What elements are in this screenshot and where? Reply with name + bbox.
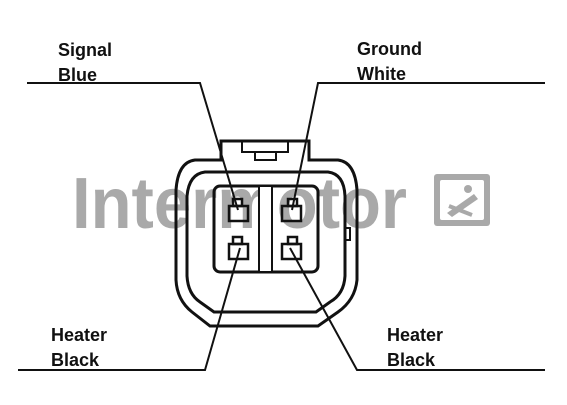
connector-housing — [174, 139, 359, 328]
pin-heater-left — [227, 235, 250, 261]
leader-line-ground — [291, 82, 545, 211]
label-heater-black-left: Heater Black — [51, 325, 107, 370]
label-heater-left: Heater — [51, 325, 107, 345]
leader-line-signal — [27, 82, 239, 211]
label-ground-white: Ground White — [357, 39, 422, 84]
watermark-text: Intermotor — [72, 164, 407, 244]
label-heater-right: Heater — [387, 325, 443, 345]
label-blue: Blue — [58, 65, 97, 85]
label-heater-black-right: Heater Black — [387, 325, 443, 370]
leader-lines — [18, 82, 545, 371]
label-ground: Ground — [357, 39, 422, 59]
pin-cavities — [227, 197, 303, 261]
label-signal-blue: Signal Blue — [58, 40, 112, 85]
pin-ground — [280, 197, 303, 223]
intermotor-logo-icon — [434, 174, 490, 226]
pin-signal — [227, 197, 250, 223]
pin-heater-right — [280, 235, 303, 261]
leader-line-heater-left — [18, 247, 241, 371]
label-white: White — [357, 64, 406, 84]
label-signal: Signal — [58, 40, 112, 60]
label-black-left: Black — [51, 350, 100, 370]
label-black-right: Black — [387, 350, 436, 370]
leader-line-heater-right — [289, 247, 545, 371]
watermark: Intermotor — [72, 164, 490, 244]
